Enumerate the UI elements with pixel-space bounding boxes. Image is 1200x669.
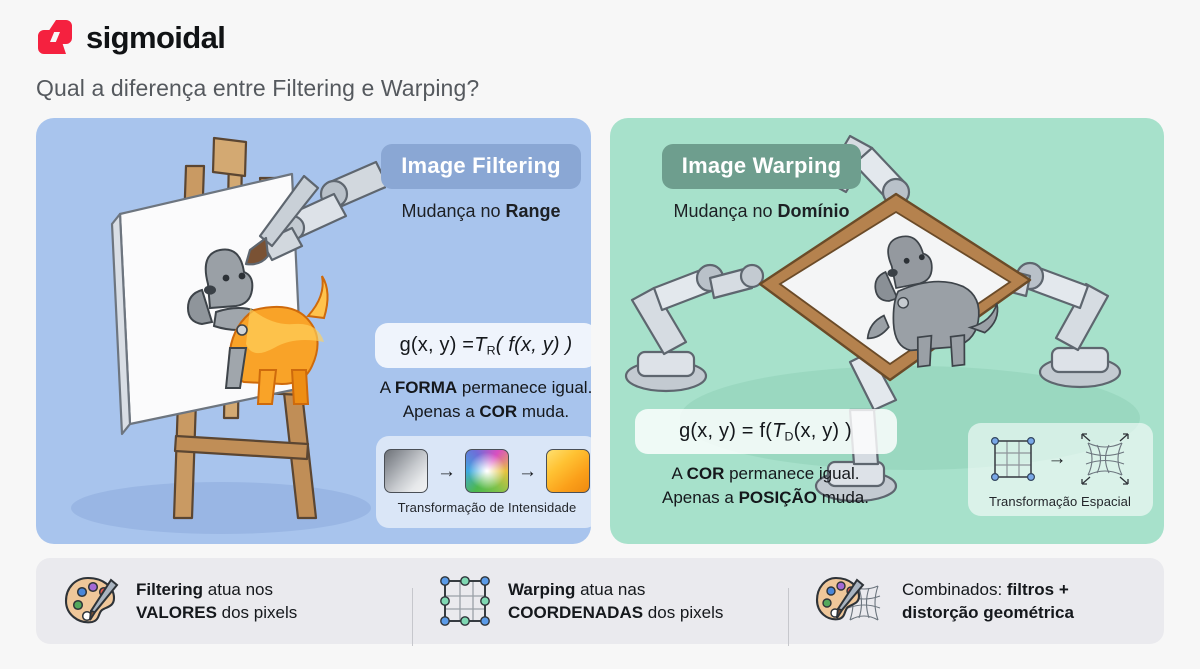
sigmoidal-bolt-logo-icon xyxy=(36,18,74,56)
badge-image-filtering: Image Filtering xyxy=(381,144,581,189)
comparison-panels: Image Filtering Mudança no Range g(x, y)… xyxy=(36,118,1164,544)
intensity-transformation-label: Transformação de Intensidade xyxy=(397,500,577,515)
warping-caption-l2-emphasis: POSIÇÃO xyxy=(738,488,817,508)
footer-text-filtering: Filtering atua nos VALORES dos pixels xyxy=(136,578,297,625)
warping-caption: A COR permanece igual. Apenas a POSIÇÃO … xyxy=(624,462,908,510)
panel-image-filtering: Image Filtering Mudança no Range g(x, y)… xyxy=(36,118,591,544)
footer-2-l1-rest: Combinados: xyxy=(902,579,1007,599)
palette-and-warped-grid-icon xyxy=(815,576,881,621)
footer-text-combined: Combinados: filtros + distorção geométri… xyxy=(902,578,1074,625)
filtering-header: Image Filtering Mudança no Range xyxy=(366,144,591,222)
page-title: Qual a diferença entre Filtering e Warpi… xyxy=(36,75,480,101)
badge-image-warping: Image Warping xyxy=(661,144,862,189)
warping-caption-line1: A COR permanece igual. xyxy=(624,462,908,486)
warping-header: Image Warping Mudança no Domínio xyxy=(632,144,892,222)
footer-0-l2-rest: dos pixels xyxy=(216,603,298,622)
filtering-caption-l2-prefix: Apenas a xyxy=(402,402,480,422)
filtering-caption-line2: Apenas a COR muda. xyxy=(366,400,591,424)
warping-formula-rhs: (x, y) ) xyxy=(793,420,852,442)
warping-subtitle-prefix: Mudança no xyxy=(673,201,778,221)
warping-caption-line2: Apenas a POSIÇÃO muda. xyxy=(624,486,908,510)
footer-2-l1-emphasis: filtros + xyxy=(1006,579,1069,599)
warping-caption-l2-suffix: muda. xyxy=(816,488,869,508)
intensity-transformation-card: → → Transformação de Intensidade xyxy=(376,436,591,528)
filtering-caption-l2-suffix: muda. xyxy=(517,402,570,422)
filtering-caption-l1-suffix: permanece igual. xyxy=(457,378,591,397)
filtering-formula-operator: T xyxy=(474,333,487,356)
footer-1-l1-rest: atua nas xyxy=(575,579,646,599)
arrow-right-icon-2: → xyxy=(518,460,537,482)
brand-name: sigmoidal xyxy=(86,19,226,55)
filtering-caption-line1: A FORMA permanece igual. xyxy=(366,376,591,400)
summary-footer: Filtering atua nos VALORES dos pixels xyxy=(36,558,1164,646)
filtering-formula-lhs: g(x, y) = xyxy=(399,334,475,356)
arrow-right-icon: → xyxy=(437,460,456,482)
footer-1-l2-rest: dos pixels xyxy=(643,603,724,622)
filtering-subtitle-prefix: Mudança no xyxy=(401,201,506,221)
spatial-transformation-card: → Transformação Espacial xyxy=(967,423,1153,516)
filtering-caption-l1-prefix: A xyxy=(379,378,395,397)
warping-formula-lhs: g(x, y) = f( xyxy=(679,420,773,442)
filtering-caption-l2-emphasis: COR xyxy=(479,402,518,422)
warping-caption-l1-emphasis: COR xyxy=(686,464,725,483)
regular-grid-icon xyxy=(990,436,1035,481)
filtering-caption: A FORMA permanece igual. Apenas a COR mu… xyxy=(366,376,591,424)
intensity-swatch-row: → → xyxy=(384,449,590,493)
filtering-formula: g(x, y) = TR( f(x, y) ) xyxy=(375,323,591,368)
warping-formula: g(x, y) = f( TD(x, y) ) xyxy=(634,409,897,454)
filtering-caption-l1-emphasis: FORMA xyxy=(394,378,458,397)
warping-subtitle: Mudança no Domínio xyxy=(632,201,892,222)
footer-item-warping: Warping atua nas COORDENADAS dos pixels xyxy=(412,574,788,646)
footer-text-warping: Warping atua nas COORDENADAS dos pixels xyxy=(508,578,723,625)
panel-image-warping: Image Warping Mudança no Domínio g(x, y)… xyxy=(609,118,1164,544)
warped-mesh-icon xyxy=(1080,432,1129,485)
footer-item-filtering: Filtering atua nos VALORES dos pixels xyxy=(36,574,412,628)
warping-caption-l1-suffix: permanece igual. xyxy=(724,464,860,483)
arrow-right-icon-3: → xyxy=(1047,448,1067,469)
warping-subtitle-emphasis: Domínio xyxy=(777,201,850,221)
easel-canvas-dog-robot-illustration xyxy=(71,136,386,534)
footer-0-l1-emphasis: Filtering xyxy=(136,579,204,599)
warping-caption-l2-prefix: Apenas a xyxy=(662,488,739,508)
spatial-transformation-label: Transformação Espacial xyxy=(989,493,1131,509)
footer-2-l2-emphasis: distorção geométrica xyxy=(902,603,1074,622)
filtering-subtitle-emphasis: Range xyxy=(505,201,561,221)
warping-caption-l1-prefix: A xyxy=(671,464,687,483)
page-header: sigmoidal Qual a diferença entre Filteri… xyxy=(36,18,479,102)
footer-0-l2-emphasis: VALORES xyxy=(136,603,217,622)
control-point-grid-icon xyxy=(440,576,490,626)
orange-swatch-icon xyxy=(546,449,590,493)
filtering-subtitle: Mudança no Range xyxy=(366,201,591,222)
footer-1-l1-emphasis: Warping xyxy=(508,579,576,599)
filtering-formula-rhs: ( f(x, y) ) xyxy=(495,334,573,356)
brand: sigmoidal xyxy=(36,18,479,56)
warping-formula-subscript: D xyxy=(784,429,794,444)
filtering-formula-subscript: R xyxy=(486,343,496,358)
footer-item-combined: Combinados: filtros + distorção geométri… xyxy=(788,574,1164,646)
spatial-demo-row: → xyxy=(987,431,1134,487)
paint-palette-icon xyxy=(64,576,119,624)
warping-formula-operator: T xyxy=(772,419,785,442)
footer-0-l1-rest: atua nos xyxy=(203,579,274,599)
rainbow-swatch-icon xyxy=(465,449,509,493)
gray-gradient-swatch-icon xyxy=(384,449,428,493)
footer-1-l2-emphasis: COORDENADAS xyxy=(508,603,644,622)
